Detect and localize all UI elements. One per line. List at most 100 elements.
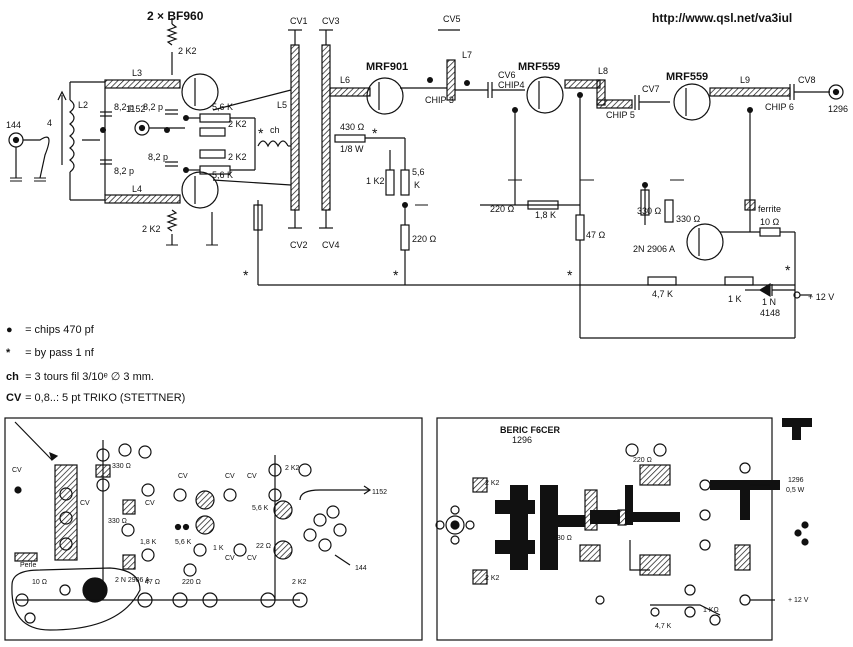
pcb-left-cv: CV [247,555,257,562]
legend-text: = chips 470 pf [25,324,94,336]
pcb-left-cv: CV [178,473,188,480]
pcb-left-144: 144 [355,565,367,572]
line-l7: L7 [462,50,472,60]
turns-label: 4 [47,118,52,128]
line-l4: L4 [132,184,142,194]
legend-symbol: ch [6,371,19,383]
pcb-left-cv: CV [247,473,257,480]
c82-d: 8,2 p [148,152,168,162]
r1k-label: 1 K [728,294,742,304]
r2k2-bot: 2 K2 [142,224,161,234]
port-out: 1296 [828,104,848,114]
pcb-left-r330a: 330 Ω [112,463,131,470]
legend-chips: ● = chips 470 pf [6,324,94,336]
pcb-left-1152: 1152 [372,489,387,496]
cv5-label: CV5 [443,14,461,24]
line-l8: L8 [598,66,608,76]
pcb-right-title: BERIC F6CER [500,425,561,435]
pcb-right-r2k2a: 2 K2 [485,480,500,487]
port-supply: + 12 V [808,292,834,302]
cv2-label: CV2 [290,240,308,250]
r47k-label: 4,7 K [652,289,673,299]
legend-text: = 3 tours fil 3/10ᵉ ∅ 3 mm. [25,371,154,383]
pcb-left-labels: CV CV CV CV CV CV CV CV 330 Ω 330 Ω 1,8 … [12,463,387,586]
pcb-right-12v: + 12 V [788,597,809,604]
c82-c: 8,2 p [143,102,163,112]
pcb-left-r18k: 1,8 K [140,539,157,546]
legend-choke: ch = 3 tours fil 3/10ᵉ ∅ 3 mm. [6,370,154,383]
pcb-left-r2k2a: 2 K2 [285,465,300,472]
pcb-right-r1k: 1 KΩ [703,607,719,614]
r47-label: 47 Ω [586,230,606,240]
r2k2-a: 2 K2 [228,119,247,129]
port-lo: 1152 [126,104,145,114]
pcb-left-r47: 47 Ω [145,579,160,586]
r220-b: 220 Ω [490,204,515,214]
rk-label: K [414,180,420,190]
cv1-label: CV1 [290,16,308,26]
ch-label: ch [270,125,280,135]
cv8-label: CV8 [798,75,816,85]
diode-label: 1 N [762,297,776,307]
cv4-label: CV4 [322,240,340,250]
r10-label: 10 Ω [760,217,780,227]
bypass-star: * [258,125,264,141]
legend-bypass: * = by pass 1 nf [6,347,94,359]
header-label: 2 × BF960 [147,9,204,23]
schematic-labels: 2 × BF960 144 1152 1296 + 12 V 4 L2 L3 L… [6,9,848,318]
chip3-label: CHIP 3 [425,95,454,105]
pcb-left-r10: 10 Ω [32,579,47,586]
mrf559b-label: MRF559 [666,71,708,83]
pcb-right-labels: BERIC F6CER 1296 2 K2 2 K2 430 Ω 220 Ω 1… [485,425,809,630]
r1k2-label: 1 K2 [366,176,385,186]
bypass-star: * [785,262,791,278]
bypass-star: * [567,267,573,283]
chip4-label: CHIP4 [498,80,525,90]
legend-symbol: ● [6,324,13,336]
source-url: http://www.qsl.net/va3iul [652,11,793,25]
port-in: 144 [6,120,21,130]
cv6-label: CV6 [498,70,516,80]
line-l2: L2 [78,100,88,110]
line-l9: L9 [740,75,750,85]
bypass-star: * [393,267,399,283]
pcb-left-r220: 220 Ω [182,579,201,586]
pcb-left-cv: CV [145,500,155,507]
pcb-left-r56k: 5,6 K [175,539,192,546]
pcb-right-r220: 220 Ω [633,457,652,464]
r330-a: 330 Ω [637,206,662,216]
pcb-right-subtitle: 1296 [512,435,532,445]
legend-cv: CV = 0,8..: 5 pt TRIKO (STETTNER) [6,392,185,404]
pcb-left-r1k: 1 K [213,545,224,552]
legend-text: = 0,8..: 5 pt TRIKO (STETTNER) [25,392,186,404]
pcb-right-r2k2b: 2 K2 [485,575,500,582]
r430-label: 430 Ω [340,122,365,132]
line-l5: L5 [277,100,287,110]
legend-symbol: CV [6,392,22,404]
schematic [8,18,844,339]
mrf559a-label: MRF559 [518,61,560,73]
pcb-right-05w: 0,5 W [786,487,805,494]
pcb-left-cv: CV [225,555,235,562]
pcb-left-r22: 22 Ω [256,543,271,550]
chip6-label: CHIP 6 [765,102,794,112]
ferrite-label: ferrite [758,204,781,214]
pcb-left-cv: CV [80,500,90,507]
pcb-left-r330b: 330 Ω [108,518,127,525]
legend-symbol: * [6,347,11,359]
pcb-left-cv: CV [225,473,235,480]
pcb-right-1296: 1296 [788,477,804,484]
r18w-label: 1/8 W [340,144,364,154]
r56k-a: 5,6 K [212,102,233,112]
c82-a: 8,2 p [114,102,134,112]
line-l3: L3 [132,68,142,78]
line-l6: L6 [340,75,350,85]
cv3-label: CV3 [322,16,340,26]
pcb-layout-left [4,417,423,641]
q2n2906-label: 2N 2906 A [633,244,675,254]
cv7-label: CV7 [642,84,660,94]
bypass-star: * [372,125,378,141]
r330-b: 330 Ω [676,214,701,224]
r220-a: 220 Ω [412,234,437,244]
